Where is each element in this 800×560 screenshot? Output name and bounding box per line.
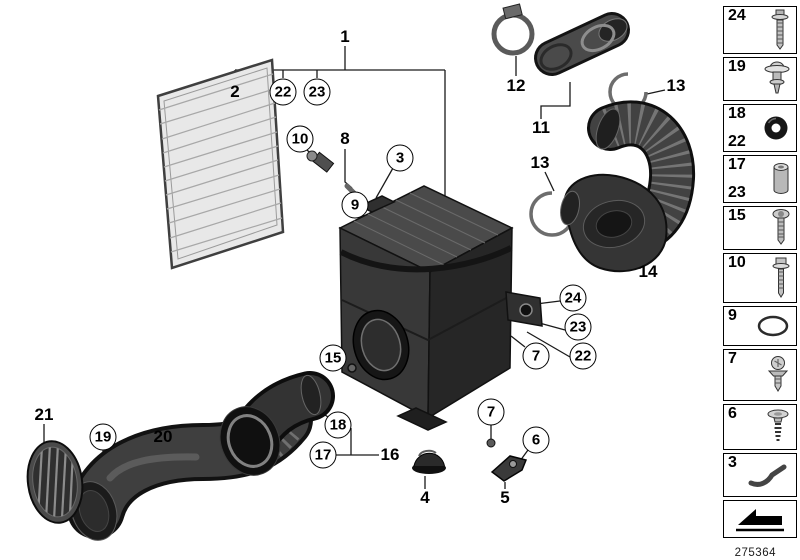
callout-13[interactable]: 13 <box>530 153 550 172</box>
callout-7[interactable]: 7 <box>477 398 505 426</box>
legend-item-19[interactable]: 19 <box>723 57 797 101</box>
direction-arrow-icon <box>732 504 788 534</box>
legend-item-24[interactable]: 24 <box>723 6 797 54</box>
callout-12[interactable]: 12 <box>506 76 526 95</box>
diagram-number: 275364 <box>734 547 776 559</box>
callout-17[interactable]: 17 <box>309 441 337 469</box>
callout-18[interactable]: 18 <box>324 411 352 439</box>
part-air-intake-grille <box>26 440 84 524</box>
part-intake-tube <box>534 12 630 76</box>
body-clip-icon <box>764 61 790 97</box>
expansion-rivet-icon <box>766 408 790 446</box>
legend-number: 24 <box>728 7 746 24</box>
callout-16[interactable]: 16 <box>380 445 400 464</box>
legend-number: 3 <box>728 454 737 471</box>
callout-10[interactable]: 10 <box>286 125 314 153</box>
flange-screw-icon <box>766 355 790 395</box>
callout-14[interactable]: 14 <box>638 262 658 281</box>
callout-15[interactable]: 15 <box>319 344 347 372</box>
legend-number: 18 <box>728 105 746 122</box>
callout-1[interactable]: 1 <box>340 27 350 46</box>
legend-item-6[interactable]: 6 <box>723 404 797 450</box>
callout-21[interactable]: 21 <box>34 405 54 424</box>
legend-number: 22 <box>728 133 746 150</box>
fastener-legend: 24 19 18 22 17 23 15 <box>723 6 797 538</box>
part-rubber-elbow <box>219 371 335 476</box>
callout-6[interactable]: 6 <box>522 426 550 454</box>
callout-3[interactable]: 3 <box>386 144 414 172</box>
legend-number: 19 <box>728 58 746 75</box>
callout-2[interactable]: 2 <box>230 82 240 101</box>
callout-11[interactable]: 11 <box>532 118 550 137</box>
legend-number: 17 <box>728 156 746 173</box>
callout-20[interactable]: 20 <box>153 427 173 446</box>
legend-number: 10 <box>728 254 746 271</box>
callout-9[interactable]: 9 <box>341 191 369 219</box>
callout-8[interactable]: 8 <box>340 129 350 148</box>
rubber-grommet-icon <box>762 114 790 142</box>
legend-number: 15 <box>728 207 746 224</box>
legend-item-17-23[interactable]: 17 23 <box>723 155 797 203</box>
callout-22[interactable]: 22 <box>569 342 597 370</box>
legend-number: 7 <box>728 350 737 367</box>
legend-item-direction-arrow[interactable] <box>723 500 797 538</box>
part-dome-grommet <box>412 449 446 474</box>
hex-head-screw-icon <box>770 9 790 51</box>
callout-22[interactable]: 22 <box>269 78 297 106</box>
legend-item-9[interactable]: 9 <box>723 306 797 346</box>
part-support-bracket <box>490 455 528 482</box>
legend-item-15[interactable]: 15 <box>723 206 797 250</box>
tapping-screw-icon <box>772 257 790 299</box>
callout-4[interactable]: 4 <box>420 488 430 507</box>
o-ring-icon <box>756 314 790 338</box>
legend-item-3[interactable]: 3 <box>723 453 797 497</box>
callout-23[interactable]: 23 <box>564 313 592 341</box>
legend-number: 9 <box>728 307 737 324</box>
callout-5[interactable]: 5 <box>500 488 510 507</box>
legend-item-7[interactable]: 7 <box>723 349 797 401</box>
callout-13[interactable]: 13 <box>666 76 686 95</box>
part-air-filter-element <box>156 58 285 270</box>
part-screw <box>486 438 496 448</box>
part-intake-silencer-housing <box>338 185 543 431</box>
legend-item-18-22[interactable]: 18 22 <box>723 104 797 152</box>
callout-19[interactable]: 19 <box>89 423 117 451</box>
part-hose-clamp <box>491 3 535 56</box>
part-corrugated-intake-duct <box>560 100 696 273</box>
callout-24[interactable]: 24 <box>559 284 587 312</box>
callout-7[interactable]: 7 <box>522 342 550 370</box>
torx-screw-icon <box>772 209 790 247</box>
legend-item-10[interactable]: 10 <box>723 253 797 303</box>
spacer-sleeve-icon <box>772 161 790 197</box>
legend-number: 23 <box>728 184 746 201</box>
legend-number: 6 <box>728 405 737 422</box>
retaining-strip-icon <box>746 460 790 490</box>
callout-23[interactable]: 23 <box>303 78 331 106</box>
